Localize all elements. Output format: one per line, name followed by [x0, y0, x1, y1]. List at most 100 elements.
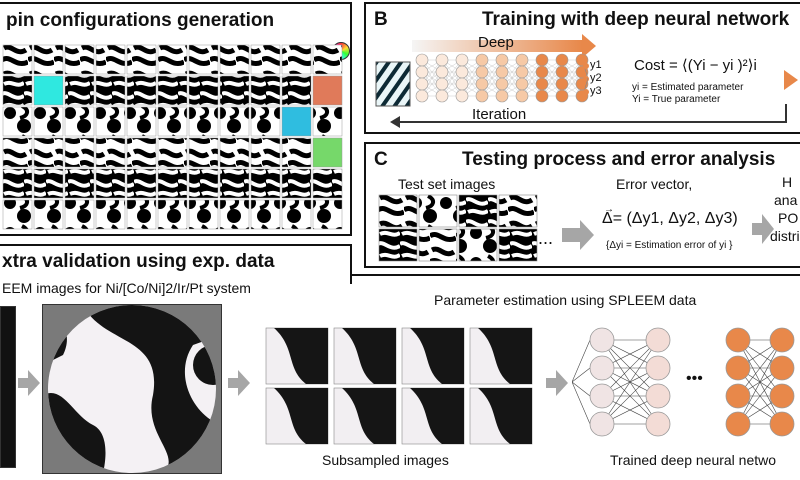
- panel-b-letter: B: [374, 9, 388, 30]
- test-ellipsis: ...: [538, 228, 554, 248]
- d-arrow-3-icon: [546, 370, 568, 396]
- spin-tile: [312, 44, 343, 75]
- subsampled-label: Subsampled images: [322, 452, 449, 468]
- spin-tile: [188, 168, 219, 199]
- network-node: [555, 77, 569, 91]
- spin-tile: [250, 137, 281, 168]
- spin-tile: [33, 44, 64, 75]
- trained-node: [769, 411, 795, 437]
- panel-testing: C Testing process and error analysis Tes…: [364, 142, 800, 268]
- trained-node: [725, 327, 751, 353]
- spin-tile: [33, 168, 64, 199]
- test-arrow-icon: [562, 220, 594, 250]
- panel-validation: [0, 244, 352, 284]
- network-node: [475, 77, 489, 91]
- spin-tile: [95, 168, 126, 199]
- spin-tile: [33, 106, 64, 137]
- spin-tile: [188, 44, 219, 75]
- trained-node: [725, 383, 751, 409]
- network-node: [435, 53, 449, 67]
- trained-label: Trained deep neural netwo: [610, 452, 777, 468]
- spin-tile: [64, 199, 95, 230]
- cut-text-2: ana: [774, 192, 798, 208]
- spin-tile: [219, 168, 250, 199]
- spin-tile: [250, 106, 281, 137]
- network-node: [535, 77, 549, 91]
- trained-ellipsis: •••: [686, 370, 703, 387]
- trained-node: [645, 327, 671, 353]
- error-vector-label: Error vector,: [616, 176, 693, 192]
- spin-tile: [64, 106, 95, 137]
- spin-tile: [2, 44, 33, 75]
- subsampled-grid: [265, 327, 533, 445]
- param-est-label: Parameter estimation using SPLEEM data: [434, 292, 697, 308]
- legend-true: Yi = True parameter: [632, 94, 721, 105]
- legend-estimated: yi = Estimated parameter: [632, 82, 744, 93]
- network-node: [415, 53, 429, 67]
- network-node: [435, 77, 449, 91]
- subsampled-tile: [342, 328, 396, 384]
- network-node: [515, 77, 529, 91]
- output-node: [583, 76, 589, 82]
- subsampled-tile: [478, 388, 532, 444]
- network-node: [475, 89, 489, 103]
- test-tile: [418, 228, 458, 262]
- spin-tile: [281, 199, 312, 230]
- spin-tile: [126, 168, 157, 199]
- d-arrow-1-icon: [18, 370, 40, 396]
- spin-tile: [219, 75, 250, 106]
- spin-tile: [250, 199, 281, 230]
- network-node: [515, 65, 529, 79]
- spin-tile: [219, 199, 250, 230]
- output-node: [583, 89, 589, 95]
- training-diagram: [375, 34, 798, 128]
- spin-tile: [281, 75, 312, 106]
- network-node: [515, 53, 529, 67]
- network-node: [495, 77, 509, 91]
- trained-node: [769, 383, 795, 409]
- network-node: [515, 89, 529, 103]
- spin-tile: [2, 137, 33, 168]
- test-tile: [378, 194, 418, 228]
- network-node: [455, 53, 469, 67]
- spin-tile: [64, 75, 95, 106]
- network-node: [535, 65, 549, 79]
- panel-c-title: Testing process and error analysis: [462, 149, 776, 170]
- spin-tile: [95, 75, 126, 106]
- network-node: [455, 89, 469, 103]
- test-set-label: Test set images: [398, 176, 496, 192]
- trained-node: [589, 383, 615, 409]
- panel-a-title: pin configurations generation: [6, 10, 275, 31]
- spin-tile: [312, 137, 343, 168]
- subsampled-tile: [478, 328, 532, 384]
- cut-text-1: H: [782, 174, 793, 190]
- spleem-image: [42, 304, 222, 474]
- deep-label: Deep: [478, 34, 514, 51]
- spin-tile: [126, 137, 157, 168]
- test-set-grid: [378, 194, 538, 262]
- network-node: [415, 89, 429, 103]
- output-y3: y3: [590, 85, 602, 97]
- spin-tile: [250, 168, 281, 199]
- error-vector-formula: Δ= (Δy1, Δy2, Δy3): [602, 210, 738, 227]
- output-y1: y1: [590, 59, 602, 71]
- spleem-label: EEM images for Ni/[Co/Ni]2/Ir/Pt system: [2, 280, 251, 296]
- output-y2: y2: [590, 72, 602, 84]
- spin-tile: [157, 75, 188, 106]
- trained-node: [589, 411, 615, 437]
- spin-tile: [281, 168, 312, 199]
- spin-tile: [219, 106, 250, 137]
- error-arrow-icon: [752, 214, 774, 244]
- test-tile: [458, 194, 498, 228]
- trained-network: [572, 327, 795, 437]
- test-tile: [458, 228, 498, 262]
- spin-tile: [250, 75, 281, 106]
- trained-node: [645, 411, 671, 437]
- spin-tile: [157, 106, 188, 137]
- panel-b-title: Training with deep neural network: [482, 9, 790, 30]
- network-node: [555, 65, 569, 79]
- spin-tile: [250, 44, 281, 75]
- test-tile: [498, 194, 538, 228]
- error-vector-arrow-icon: →: [604, 204, 614, 215]
- network-node: [455, 77, 469, 91]
